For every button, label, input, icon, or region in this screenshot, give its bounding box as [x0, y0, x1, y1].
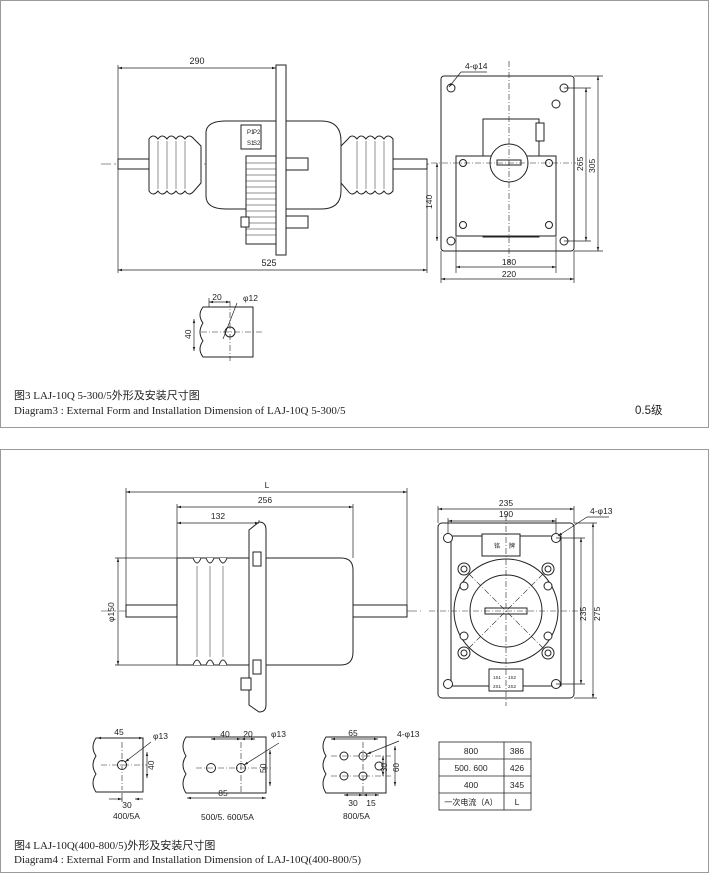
- dim-290: 290: [189, 56, 204, 66]
- dim-305: 305: [587, 159, 597, 173]
- detail-c-dim-60: 60: [392, 763, 401, 772]
- detail-b-dim-20: 20: [243, 729, 253, 739]
- detail-c-dim-30: 30: [348, 798, 358, 808]
- detail-b-dim-phi13: φ13: [271, 729, 286, 739]
- dim-235-top: 235: [499, 498, 513, 508]
- dim-4-phi14: 4-φ14: [465, 61, 488, 71]
- dim-132: 132: [211, 511, 225, 521]
- nameplate-char-1: 铭: [494, 542, 500, 550]
- dim-140: 140: [424, 195, 434, 209]
- detail-c-dim-4-phi13: 4-φ13: [397, 729, 420, 739]
- detail-dim-phi12: φ12: [243, 293, 258, 303]
- detail-a-label: 400/5A: [113, 811, 140, 821]
- caption-en-figure3: Diagram3 : External Form and Installatio…: [14, 405, 346, 417]
- dim-256: 256: [258, 495, 272, 505]
- table-row-2-current: 500. 600: [454, 763, 487, 773]
- detail-dim-40: 40: [183, 329, 193, 339]
- nameplate-p1: P1: [247, 130, 255, 136]
- dim-275: 275: [592, 607, 602, 621]
- dim-235-side: 235: [578, 607, 588, 621]
- table-row-3-current: 400: [464, 780, 478, 790]
- figure4-panel: L 256 132 φ150 铭 牌 1S1 1S2 2S1 2S2: [0, 449, 709, 873]
- detail-b-dim-40: 40: [220, 729, 230, 739]
- terminal-1s1: 1S1: [493, 675, 502, 680]
- detail-b-label: 500/5. 600/5A: [201, 812, 254, 822]
- terminal-2s1: 2S1: [493, 684, 502, 689]
- dim-220: 220: [502, 269, 516, 279]
- dim-L: L: [265, 480, 270, 490]
- caption-en-figure4: Diagram4 : External Form and Installatio…: [14, 854, 362, 866]
- terminal-1s2: 1S2: [508, 675, 517, 680]
- figure3-drawing: P1 P2 S1 S2 290 525: [101, 56, 603, 361]
- detail-c-dim-30-vertical: 30: [380, 763, 389, 772]
- table-row-3-l: 345: [510, 780, 524, 790]
- detail-a-dim-phi13: φ13: [153, 731, 168, 741]
- accuracy-grade: 0.5级: [635, 405, 663, 417]
- nameplate-char-2: 牌: [509, 542, 515, 550]
- table-row-1-current: 800: [464, 746, 478, 756]
- detail-c-dim-65: 65: [348, 728, 358, 738]
- dim-190: 190: [499, 509, 513, 519]
- detail-a-dim-30: 30: [122, 800, 132, 810]
- caption-cn-figure4: 图4 LAJ-10Q(400-800/5)外形及安装尺寸图: [14, 840, 216, 852]
- terminal-2s2: 2S2: [508, 684, 517, 689]
- table-row-2-l: 426: [510, 763, 524, 773]
- dim-4-phi13: 4-φ13: [590, 506, 613, 516]
- nameplate-s1: S1: [247, 141, 255, 147]
- detail-a-dim-45: 45: [114, 727, 124, 737]
- detail-b-dim-50: 50: [258, 763, 268, 773]
- nameplate-s2: S2: [253, 141, 261, 147]
- dim-180: 180: [502, 257, 516, 267]
- detail-c-label: 800/5A: [343, 811, 370, 821]
- detail-c-dim-15: 15: [366, 798, 376, 808]
- figure3-panel: P1 P2 S1 S2 290 525: [0, 0, 709, 428]
- detail-a-dim-40: 40: [146, 760, 156, 770]
- detail-b-dim-85: 85: [218, 788, 228, 798]
- detail-dim-20: 20: [212, 292, 222, 302]
- caption-cn-figure3: 图3 LAJ-10Q 5-300/5外形及安装尺寸图: [14, 390, 200, 402]
- table-row-1-l: 386: [510, 746, 524, 756]
- nameplate-p2: P2: [253, 130, 261, 136]
- figure4-drawing: L 256 132 φ150 铭 牌 1S1 1S2 2S1 2S2: [92, 480, 613, 822]
- dim-phi150: φ150: [106, 602, 116, 622]
- dim-265: 265: [575, 157, 585, 171]
- table-header-l: L: [515, 797, 520, 807]
- table-header-current: 一次电流（A）: [444, 797, 497, 807]
- dim-525: 525: [261, 258, 276, 268]
